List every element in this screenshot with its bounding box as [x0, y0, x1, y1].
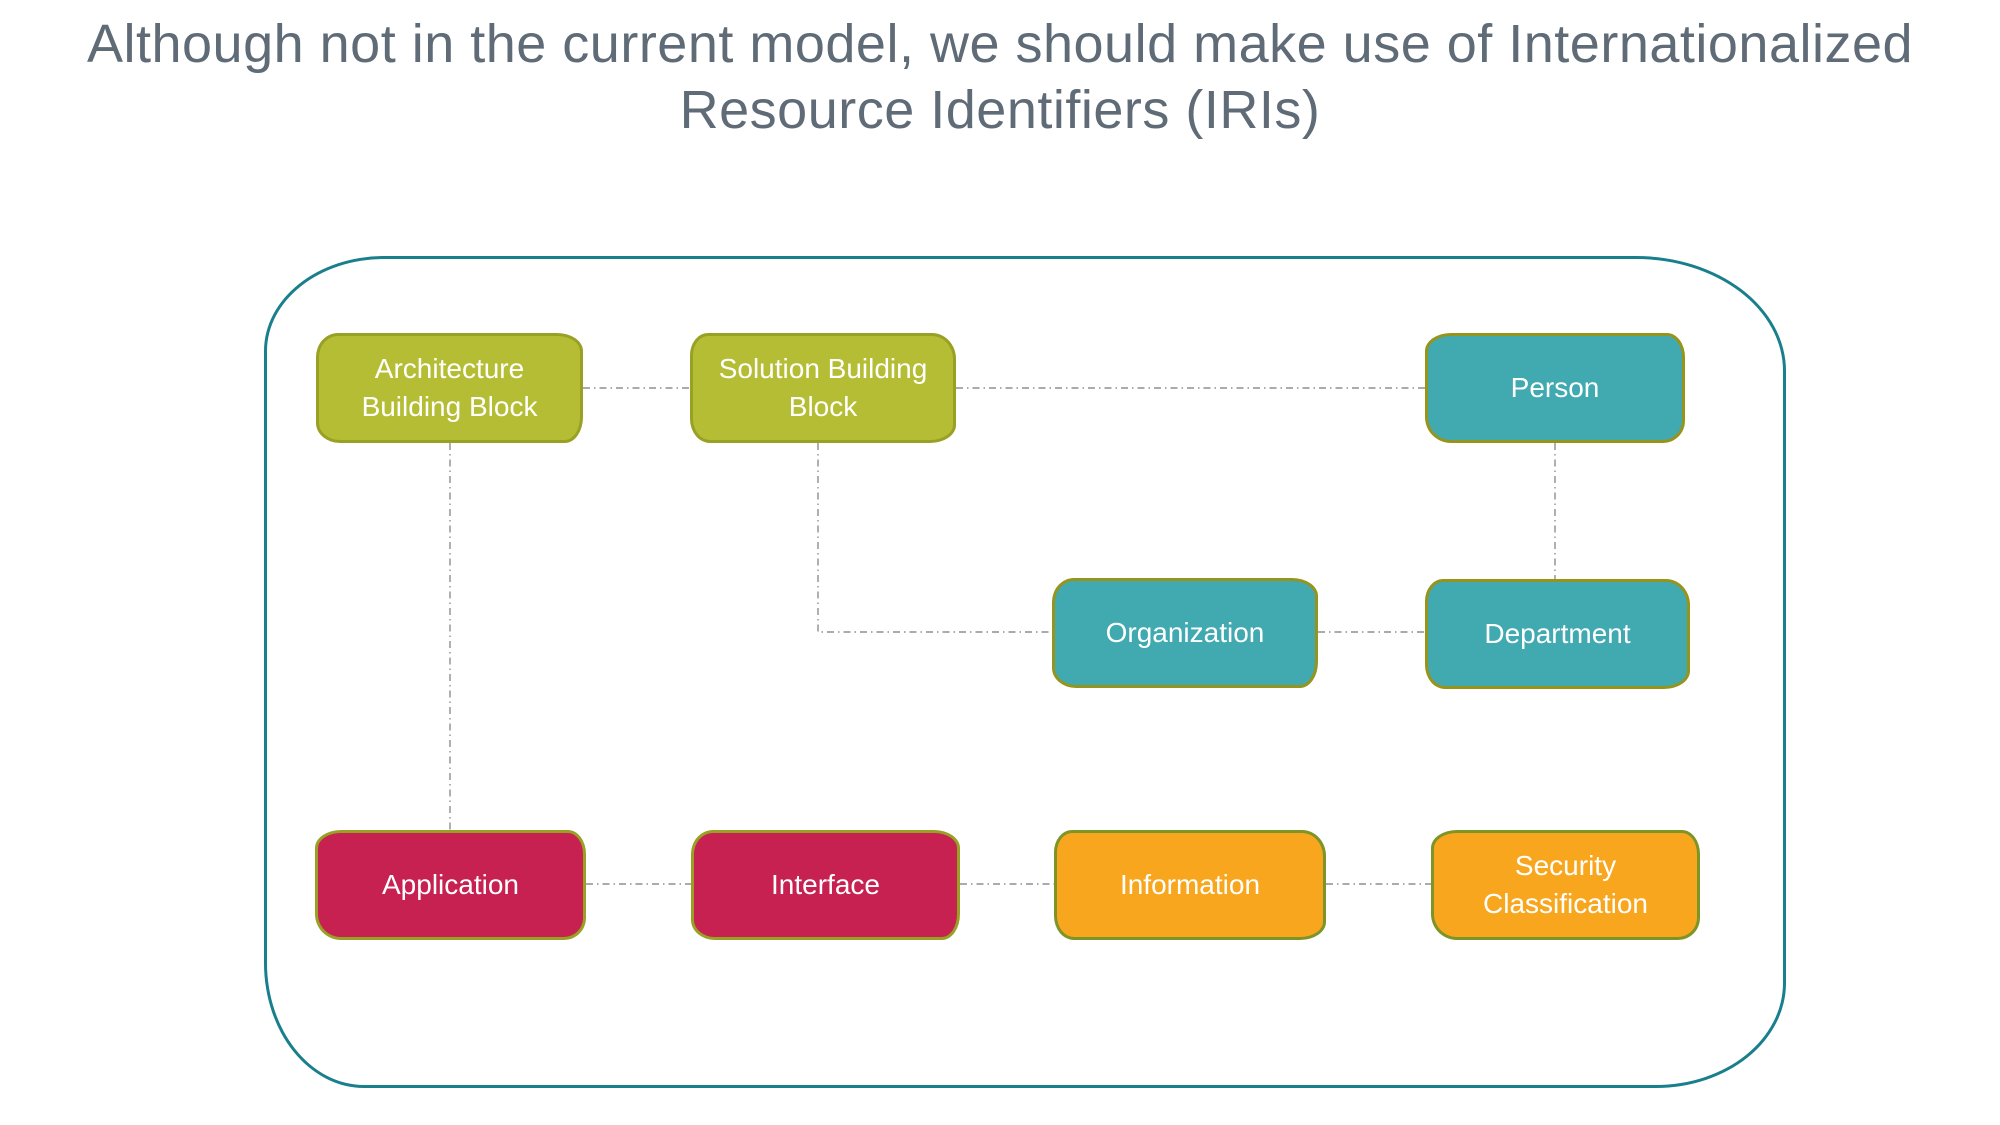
node-solution-building-block: Solution Building Block	[690, 333, 956, 443]
node-architecture-building-block-label: Architecture Building Block	[361, 353, 538, 422]
node-security-classification-label: Security Classification	[1483, 850, 1648, 919]
node-person: Person	[1425, 333, 1685, 443]
node-solution-building-block-label: Solution Building Block	[718, 353, 928, 422]
node-department: Department	[1425, 579, 1690, 689]
node-organization: Organization	[1052, 578, 1318, 688]
node-security-classification: Security Classification	[1431, 830, 1700, 940]
node-application-label: Application	[382, 869, 519, 901]
slide-title: Although not in the current model, we sh…	[86, 14, 1914, 140]
node-organization-label: Organization	[1105, 617, 1265, 649]
node-person-label: Person	[1510, 372, 1600, 404]
node-application: Application	[315, 830, 586, 940]
node-interface: Interface	[691, 830, 960, 940]
node-interface-label: Interface	[771, 869, 880, 901]
node-information: Information	[1054, 830, 1326, 940]
node-department-label: Department	[1484, 618, 1631, 650]
diagram-outline	[264, 256, 1786, 1088]
node-architecture-building-block: Architecture Building Block	[316, 333, 583, 443]
node-information-label: Information	[1119, 869, 1261, 901]
